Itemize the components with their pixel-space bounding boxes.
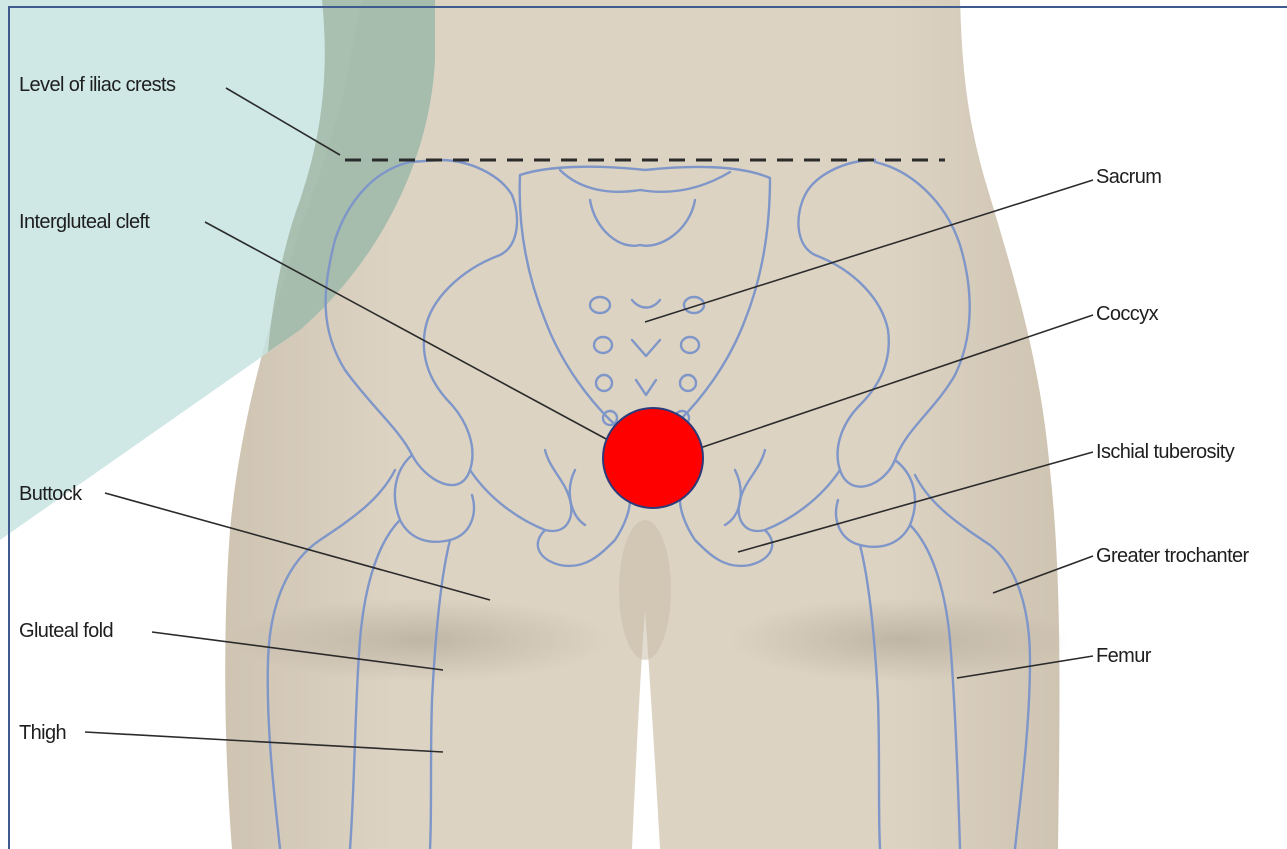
label-buttock: Buttock	[19, 483, 82, 505]
cleft-shadow	[619, 520, 671, 660]
label-gluteal-fold: Gluteal fold	[19, 620, 113, 642]
label-coccyx: Coccyx	[1096, 303, 1158, 325]
label-intergluteal-cleft: Intergluteal cleft	[19, 211, 149, 233]
red-circle-marker	[603, 408, 703, 508]
label-level-of-iliac-crests: Level of iliac crests	[19, 74, 175, 96]
label-sacrum: Sacrum	[1096, 166, 1161, 188]
gluteal-fold-shadow-right	[730, 598, 1070, 682]
label-greater-trochanter: Greater trochanter	[1096, 545, 1249, 567]
label-ischial-tuberosity: Ischial tuberosity	[1096, 441, 1234, 463]
label-thigh: Thigh	[19, 722, 66, 744]
label-femur: Femur	[1096, 645, 1151, 667]
gluteal-fold-shadow-left	[230, 598, 610, 682]
